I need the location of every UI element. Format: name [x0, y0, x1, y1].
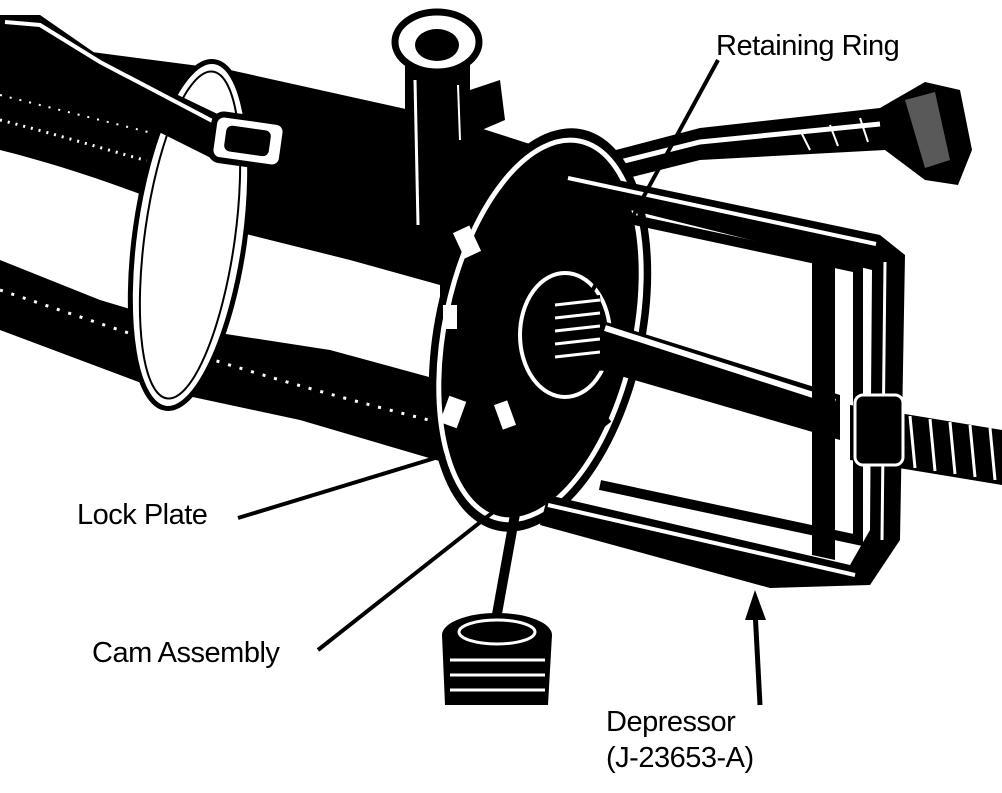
depressor-screw	[850, 393, 1002, 485]
lock-plate-label: Lock Plate	[77, 499, 208, 531]
depressor-part-number-label: (J-23653-A)	[606, 742, 754, 774]
retaining-ring-label: Retaining Ring	[716, 30, 900, 62]
hazard-switch-knob	[391, 8, 505, 245]
cam-assembly-label: Cam Assembly	[92, 637, 280, 669]
leader-depressor	[752, 609, 763, 706]
leader-lock-plate	[237, 453, 446, 520]
leader-lines	[237, 59, 766, 706]
depressor-arrow-head	[745, 590, 766, 620]
depressor-label: Depressor	[606, 706, 736, 738]
lower-stem-knob	[442, 470, 552, 705]
leader-retaining-ring	[588, 59, 720, 296]
turn-signal-lever	[0, 15, 289, 171]
leader-cam-assembly	[316, 418, 612, 652]
cam-assembly-shaft	[518, 271, 840, 440]
